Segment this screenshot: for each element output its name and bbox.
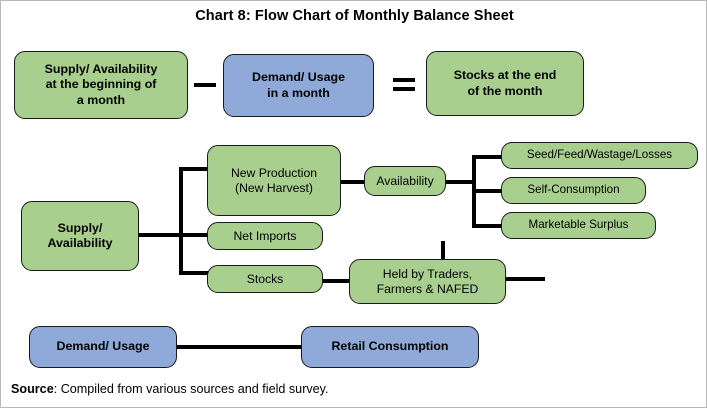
connector-stocks-to-held-by	[321, 279, 351, 283]
page-title: Chart 8: Flow Chart of Monthly Balance S…	[195, 8, 514, 24]
demand-usage-line1: Demand/ Usage	[252, 70, 345, 85]
source-note: Source: Compiled from various sources an…	[11, 382, 329, 396]
box-supply-availability: Supply/ Availability	[21, 201, 139, 271]
box-new-production: New Production (New Harvest)	[207, 145, 341, 216]
box-retail-consumption: Retail Consumption	[301, 326, 479, 368]
supply-availability-line1: Supply/	[57, 220, 103, 235]
connector-supply-to-spine	[139, 233, 183, 237]
box-stocks-at-end: Stocks at the end of the month	[426, 51, 584, 116]
stocks-end-line2: of the month	[467, 83, 543, 98]
connector-marketable-surplus-to-held-by	[504, 277, 545, 281]
held-by-line2: Farmers & NAFED	[376, 281, 479, 296]
connector-availability-to-spine	[444, 180, 476, 184]
box-net-imports: Net Imports	[207, 222, 323, 250]
connector-demand-to-retail	[175, 345, 303, 349]
box-marketable-surplus: Marketable Surplus	[501, 212, 656, 239]
box-supply-at-beginning: Supply/ Availability at the beginning of…	[14, 51, 188, 119]
new-production-line2: (New Harvest)	[235, 180, 313, 195]
demand-usage-label: Demand/ Usage	[56, 339, 150, 354]
net-imports-label: Net Imports	[233, 228, 297, 243]
self-consumption-label: Self-Consumption	[527, 183, 620, 197]
connector-spine-to-net-imports	[179, 233, 209, 237]
source-text: : Compiled from various sources and fiel…	[53, 382, 329, 396]
stocks-end-line1: Stocks at the end	[453, 68, 557, 83]
supply-availability-line2: Availability	[47, 236, 113, 250]
connector-spine-to-marketable-surplus	[472, 224, 503, 228]
box-stocks: Stocks	[207, 265, 323, 293]
box-availability: Availability	[364, 166, 446, 196]
stocks-label: Stocks	[246, 271, 284, 286]
supply-beginning-line1: Supply/ Availability	[44, 62, 158, 77]
supply-beginning-line3: a month	[76, 92, 126, 107]
availability-label: Availability	[376, 173, 434, 188]
held-by-line1: Held by Traders,	[382, 266, 473, 281]
source-label: Source	[11, 382, 54, 396]
connector-supply-spine-vertical	[179, 167, 183, 275]
supply-beginning-line2: at the beginning of	[45, 77, 157, 92]
connector-spine-to-seed-feed	[472, 155, 503, 159]
connector-new-production-to-availability	[339, 180, 367, 184]
box-held-by-traders: Held by Traders, Farmers & NAFED	[349, 259, 506, 304]
connector-spine-to-new-production	[179, 167, 209, 171]
marketable-surplus-label: Marketable Surplus	[528, 218, 629, 232]
retail-consumption-label: Retail Consumption	[331, 339, 449, 354]
demand-usage-line2: in a month	[267, 85, 330, 100]
seed-feed-label: Seed/Feed/Wastage/Losses	[526, 148, 673, 162]
new-production-line1: New Production	[230, 165, 318, 180]
box-demand-usage-in-month: Demand/ Usage in a month	[223, 54, 374, 117]
box-demand-usage: Demand/ Usage	[29, 326, 177, 368]
connector-spine-to-stocks	[179, 271, 209, 275]
box-self-consumption: Self-Consumption	[501, 177, 646, 204]
connector-spine-to-self-consumption	[472, 189, 503, 193]
box-seed-feed-wastage-losses: Seed/Feed/Wastage/Losses	[501, 142, 698, 169]
minus-operator-icon	[194, 83, 216, 87]
